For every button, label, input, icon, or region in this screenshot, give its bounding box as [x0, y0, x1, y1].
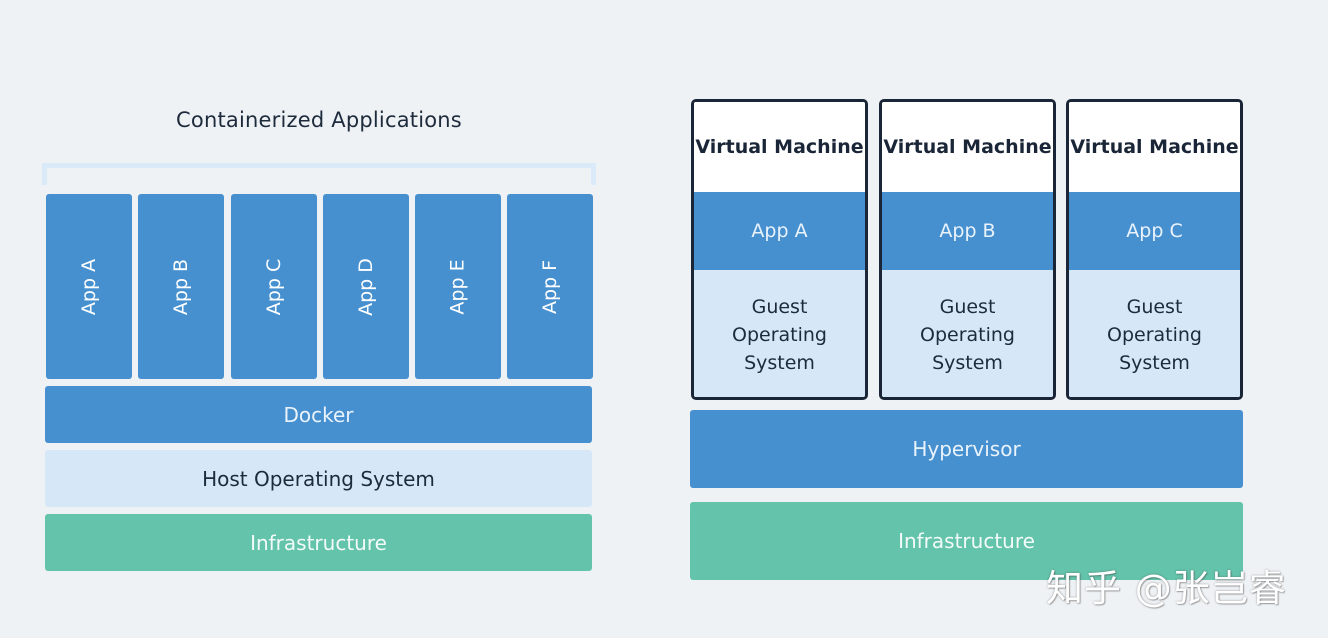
container-app-label: App C: [263, 258, 285, 315]
virtual-machine-2: Virtual Machine App B Guest Operating Sy…: [879, 99, 1056, 400]
host-os-layer: Host Operating System: [45, 450, 592, 507]
container-app-f: App F: [507, 194, 593, 379]
guest-os: Guest Operating System: [882, 270, 1053, 397]
container-app-a: App A: [46, 194, 132, 379]
container-app-d: App D: [323, 194, 409, 379]
infrastructure-layer-right: Infrastructure: [690, 502, 1243, 580]
container-app-label: App D: [354, 257, 377, 316]
vm-title: Virtual Machine: [694, 102, 865, 192]
container-app-e: App E: [415, 194, 501, 379]
guest-os: Guest Operating System: [1069, 270, 1240, 397]
container-app-label: App E: [446, 258, 469, 315]
container-app-b: App B: [138, 194, 224, 379]
container-app-label: App F: [539, 259, 561, 314]
container-app-label: App B: [169, 258, 192, 315]
docker-layer: Docker: [45, 386, 592, 443]
guest-os: Guest Operating System: [694, 270, 865, 397]
vm-app: App B: [882, 192, 1053, 270]
vm-title: Virtual Machine: [1069, 102, 1240, 192]
virtual-machine-3: Virtual Machine App C Guest Operating Sy…: [1066, 99, 1243, 400]
virtual-machine-1: Virtual Machine App A Guest Operating Sy…: [691, 99, 868, 400]
vm-app: App A: [694, 192, 865, 270]
containerized-title: Containerized Applications: [176, 108, 462, 132]
vm-title: Virtual Machine: [882, 102, 1053, 192]
watermark: 知乎 @张岂睿: [1046, 567, 1287, 610]
containers-bracket: [42, 163, 596, 185]
container-app-label: App A: [78, 258, 100, 315]
hypervisor-layer: Hypervisor: [690, 410, 1243, 488]
vm-app: App C: [1069, 192, 1240, 270]
container-app-c: App C: [231, 194, 317, 379]
infrastructure-layer-left: Infrastructure: [45, 514, 592, 571]
